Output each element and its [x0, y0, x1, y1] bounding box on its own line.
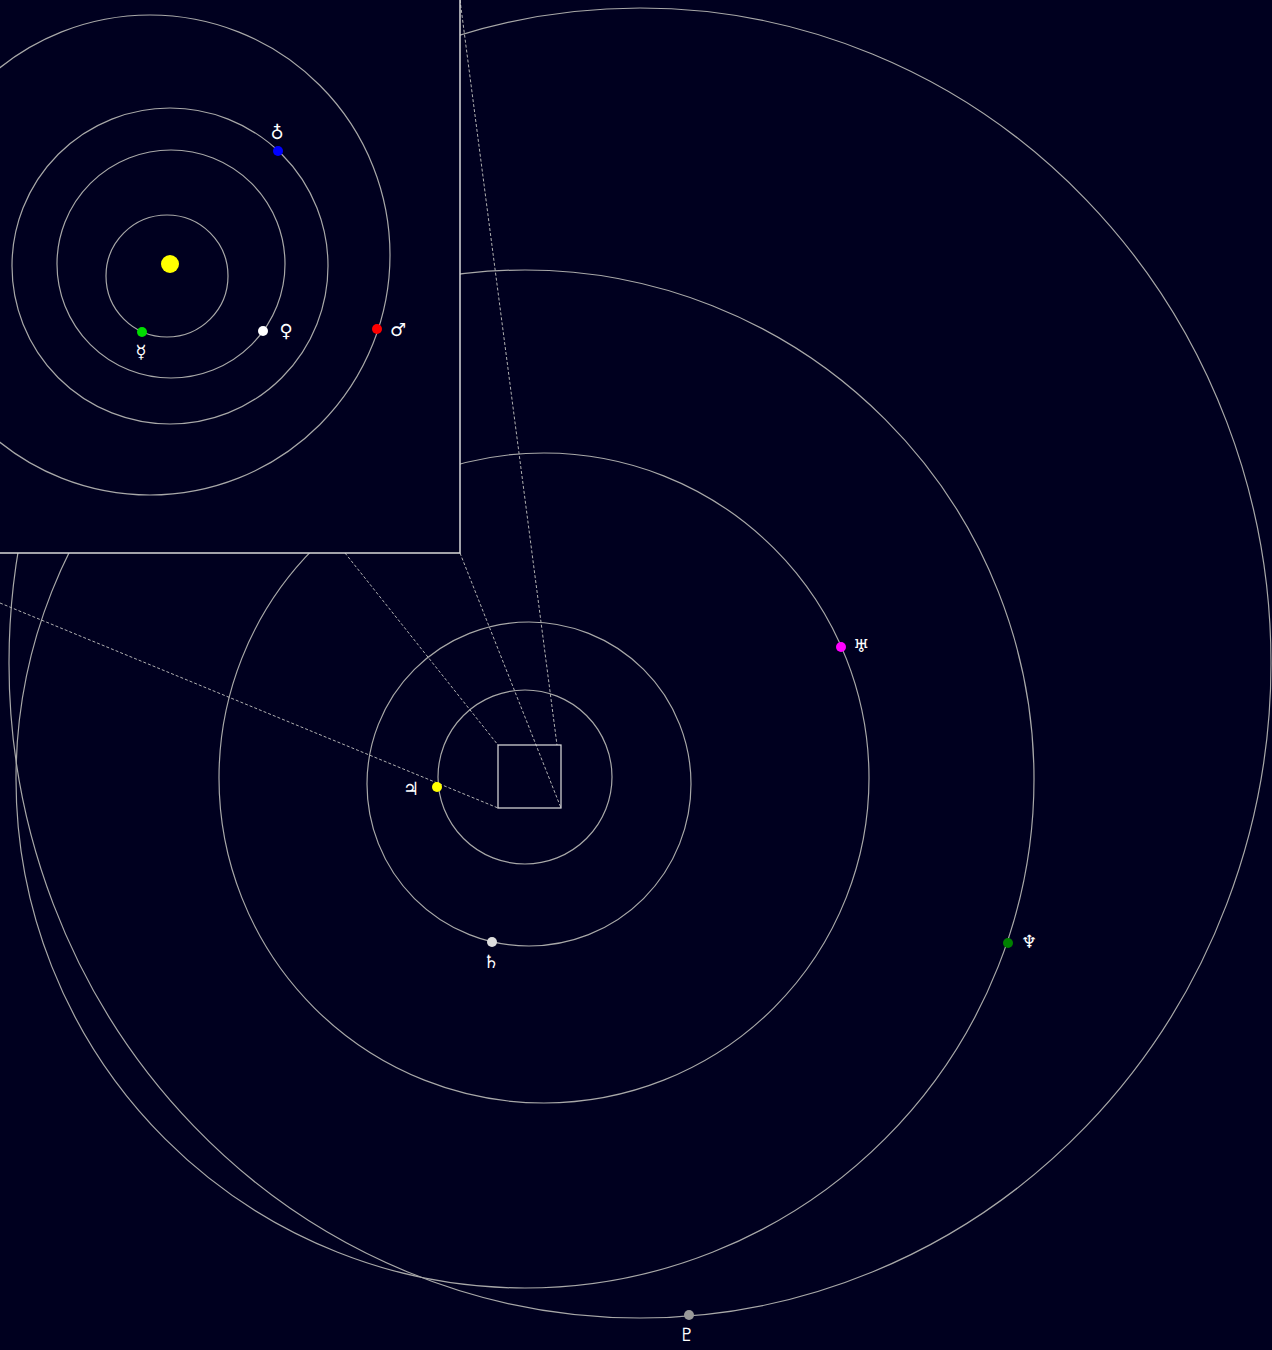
pluto-dot	[684, 1310, 694, 1320]
inset-panel	[0, 0, 460, 553]
mercury-dot	[137, 327, 147, 337]
venus-dot	[258, 326, 268, 336]
zoom-line	[0, 603, 498, 808]
venus-orbit	[57, 150, 285, 378]
planet-symbol: ☿	[133, 342, 148, 362]
inner-orbits	[0, 15, 390, 495]
zoom-line	[460, 0, 557, 745]
saturn-orbit	[367, 622, 691, 946]
planet-symbol: ♆	[1019, 932, 1039, 952]
sun	[161, 255, 179, 273]
zoom-line	[460, 553, 561, 808]
earth-orbit	[12, 108, 328, 424]
zoom-box	[498, 745, 561, 808]
planet-symbol: ♂	[388, 320, 408, 340]
inner-inset	[0, 0, 460, 553]
mars-dot	[372, 324, 382, 334]
planet-symbol: ♄	[481, 952, 501, 972]
neptune-dot	[1003, 938, 1013, 948]
jupiter-dot	[432, 782, 442, 792]
planet-symbol: ♀	[277, 321, 294, 341]
planet-symbol: ♅	[851, 636, 871, 656]
zoom-line	[345, 553, 498, 745]
uranus-dot	[836, 642, 846, 652]
mercury-orbit	[106, 215, 228, 337]
planet-symbol: ♁	[268, 123, 285, 143]
planet-symbol: ♇	[677, 1325, 697, 1345]
earth-dot	[273, 146, 283, 156]
saturn-dot	[487, 937, 497, 947]
planet-symbol: ♃	[401, 779, 421, 799]
mars-orbit	[0, 15, 390, 495]
